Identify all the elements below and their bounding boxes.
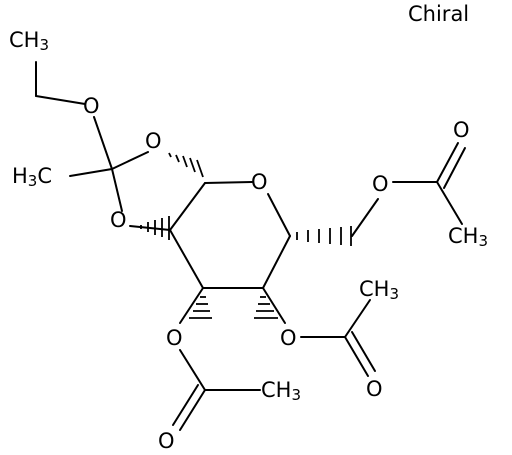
bond-ch2-o-ether — [35, 95, 86, 105]
hashed-bond-c3-o3 — [189, 296, 212, 319]
atom-o6-carbonyl: O — [453, 118, 470, 142]
bond-acyl4-c-o-double-a — [344, 336, 369, 377]
bond-c6-o6 — [351, 198, 379, 237]
bond-c2-c1 — [169, 182, 206, 231]
bond-o3-acyl-c — [179, 349, 206, 391]
atom-label-layer: CH3 O H3C O O O O O CH3 O CH3 O O CH3 O — [9, 28, 488, 453]
bond-acyl3-c-o-double-a — [179, 389, 206, 431]
bond-o-ether-cq — [93, 116, 113, 170]
bond-cq-methyl — [69, 168, 113, 177]
atom-o4: O — [280, 326, 297, 350]
atom-o3-carbonyl: O — [158, 429, 175, 453]
bond-c5-c4 — [262, 235, 291, 289]
bond-cq-o-bottom — [111, 168, 123, 212]
atom-o-ether: O — [83, 94, 100, 118]
bond-acyl3-c-o-double-b — [172, 384, 199, 426]
hashed-bond-c2-o-bottom — [140, 216, 170, 240]
atom-o-dioxolane-top: O — [145, 129, 162, 153]
bond-acyl-c-ch3 — [436, 181, 463, 225]
hashed-bond-c1-o-top — [168, 152, 204, 178]
bond-acyl4-c-o-double-b — [351, 331, 376, 372]
bond-acyl-c-o-double-b — [443, 147, 466, 189]
atom-o4-carbonyl: O — [366, 377, 383, 401]
hashed-bond-c4-o4 — [254, 296, 278, 319]
hashed-bond-c5-c6 — [296, 226, 352, 246]
atom-o6: O — [372, 172, 389, 196]
atom-o-ring: O — [251, 170, 268, 194]
atom-h3c-left: H3C — [12, 164, 52, 190]
atom-ch3-c6-acetyl: CH3 — [448, 224, 488, 250]
bond-o-bottom-c2 — [129, 225, 171, 231]
bond-layer — [35, 61, 466, 431]
atom-o-dioxolane-bottom: O — [110, 208, 127, 232]
atom-ch3-top: CH3 — [9, 28, 49, 54]
chiral-label: Chiral — [408, 2, 469, 26]
atom-ch3-c3-acetyl: CH3 — [261, 378, 301, 404]
bond-acyl-c-o-double-a — [436, 142, 459, 183]
bond-c4-o4 — [262, 287, 286, 324]
bond-c3-o3 — [179, 287, 204, 324]
atom-ch3-c4-acetyl: CH3 — [359, 277, 399, 303]
bond-c1-o-ring — [204, 181, 253, 184]
bond-c3-c2 — [169, 229, 204, 289]
bond-cq-o-top — [111, 151, 149, 170]
bond-o-ring-c5 — [267, 193, 291, 237]
bond-acyl4-c-ch3 — [344, 299, 371, 338]
atom-o3: O — [166, 326, 183, 350]
